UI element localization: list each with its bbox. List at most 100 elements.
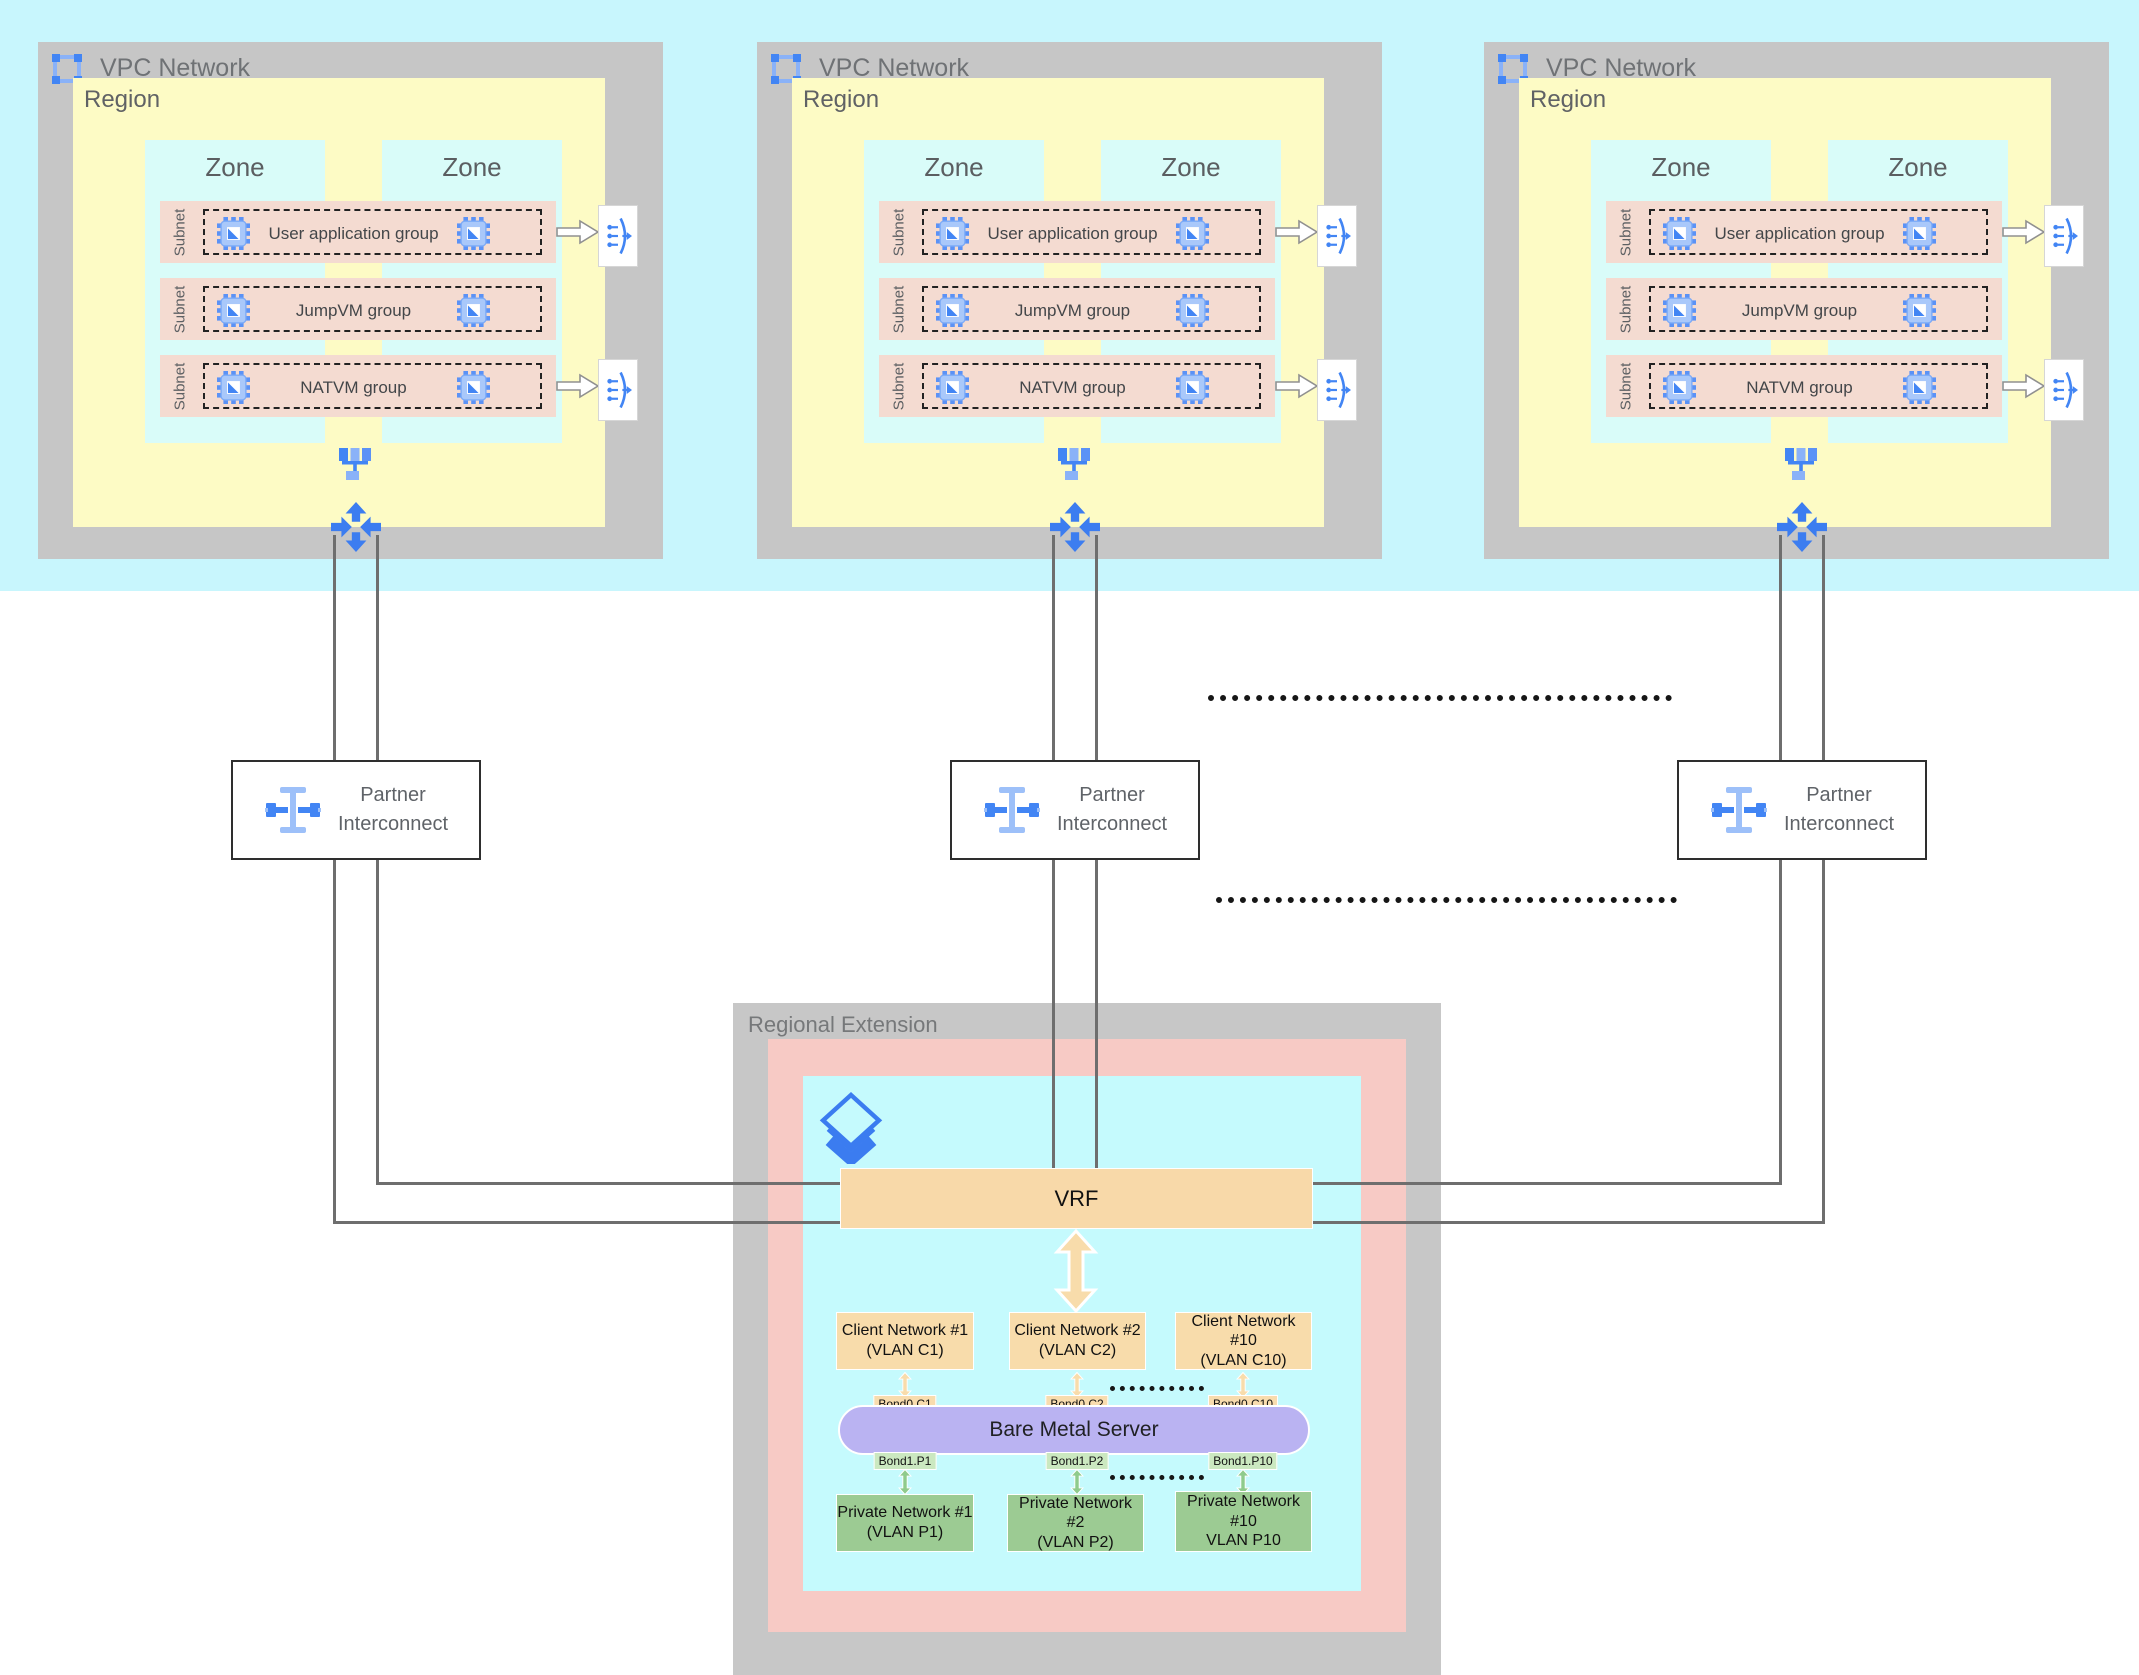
client-network-name: Client Network #2 [1014, 1322, 1141, 1340]
instance-group-box: User application group [922, 209, 1261, 255]
private-network-2-box: Private Network #2 (VLAN P2) [1007, 1494, 1144, 1552]
subnet-row-jumpvm: Subnet JumpVM group [879, 278, 1275, 340]
partner-interconnect-box-1: Partner Interconnect [231, 760, 481, 860]
load-balancer-icon [606, 371, 632, 409]
arrow-to-load-balancer [1275, 374, 1318, 398]
vm-chip-icon [457, 294, 490, 327]
private-network-vlan: (VLAN P1) [866, 1524, 944, 1541]
group-label: User application group [987, 224, 1158, 243]
network-hub-icon [1785, 448, 1817, 480]
instance-group-box: User application group [203, 209, 542, 255]
private-network-vlan: VLAN P10 [1206, 1532, 1281, 1550]
subnet-row-natvm: Subnet NATVM group [879, 355, 1275, 417]
zone-label: Zone [924, 152, 984, 182]
vm-chip-icon [217, 294, 250, 327]
bare-metal-server-label: Bare Metal Server [989, 1418, 1159, 1441]
instance-group-box: NATVM group [1649, 363, 1988, 409]
group-label: JumpVM group [1014, 301, 1131, 320]
group-label: NATVM group [1019, 378, 1126, 397]
group-label: JumpVM group [295, 301, 412, 320]
load-balancer-icon [606, 217, 632, 255]
arrow-to-load-balancer [2002, 220, 2045, 244]
zone-label: Zone [1888, 152, 1948, 182]
vrf-server-double-arrow [1055, 1229, 1097, 1313]
instance-group-box: JumpVM group [922, 286, 1261, 332]
zone-label: Zone [1651, 152, 1711, 182]
client-network-name: Client Network #1 [841, 1322, 969, 1340]
partner-interconnect-label: Partner Interconnect [337, 784, 449, 835]
subnet-row-user-app: Subnet User application group [1606, 201, 2002, 263]
bare-metal-server: Bare Metal Server [838, 1405, 1310, 1455]
vpc-title: VPC Network [1546, 54, 1697, 82]
subnet-row-jumpvm: Subnet JumpVM group [160, 278, 556, 340]
four-way-arrows-icon [1050, 502, 1100, 552]
ellipsis-dots [1110, 1475, 1204, 1480]
partner-interconnect-box-2: Partner Interconnect [950, 760, 1200, 860]
vpc-title: VPC Network [100, 54, 251, 82]
partner-interconnect-icon [1711, 787, 1767, 833]
vm-chip-icon [457, 217, 490, 250]
subnet-row-natvm: Subnet NATVM group [1606, 355, 2002, 417]
load-balancer-icon [1325, 217, 1351, 255]
client-network-1-box: Client Network #1 (VLAN C1) [836, 1312, 974, 1370]
vm-chip-icon [1176, 371, 1209, 404]
private-network-name: Private Network #1 [837, 1504, 973, 1522]
private-network-name: Private Network #2 [1019, 1494, 1132, 1532]
subnet-label: Subnet [1617, 362, 1635, 410]
load-balancer-box [1317, 205, 1357, 267]
vm-chip-icon [936, 294, 969, 327]
load-balancer-icon [2052, 217, 2078, 255]
client-network-10-box: Client Network #10 (VLAN C10) [1175, 1312, 1312, 1370]
vpc-header: VPC Network [1498, 52, 1918, 86]
vm-chip-icon [1903, 294, 1936, 327]
arrow-to-load-balancer [2002, 374, 2045, 398]
load-balancer-box [598, 359, 638, 421]
private-bond-arrow [898, 1469, 912, 1495]
vm-chip-icon [936, 217, 969, 250]
network-hub-icon [339, 448, 371, 480]
vrf-bar: VRF [840, 1168, 1313, 1229]
vpc-title: VPC Network [819, 54, 970, 82]
connector-line [1313, 1221, 1825, 1224]
subnet-label: Subnet [890, 208, 908, 256]
vm-chip-icon [1663, 217, 1696, 250]
client-network-2-box: Client Network #2 (VLAN C2) [1009, 1312, 1146, 1370]
subnet-label: Subnet [171, 208, 189, 256]
load-balancer-box [2044, 359, 2084, 421]
instance-group-box: JumpVM group [203, 286, 542, 332]
client-network-vlan: (VLAN C10) [1200, 1351, 1287, 1369]
subnet-row-user-app: Subnet User application group [879, 201, 1275, 263]
client-network-vlan: (VLAN C2) [1038, 1342, 1117, 1359]
subnet-label: Subnet [890, 285, 908, 333]
subnet-row-user-app: Subnet User application group [160, 201, 556, 263]
group-label: JumpVM group [1741, 301, 1858, 320]
subnet-label: Subnet [171, 362, 189, 410]
private-bond-arrow [1070, 1469, 1084, 1495]
connector-line [1779, 535, 1782, 1185]
zone-label: Zone [205, 152, 265, 182]
instance-group-box: User application group [1649, 209, 1988, 255]
repetition-dots [1216, 897, 1677, 903]
vm-chip-icon [1903, 217, 1936, 250]
vm-chip-icon [1176, 294, 1209, 327]
zone-label: Zone [1161, 152, 1221, 182]
four-way-arrows-icon [331, 502, 381, 552]
load-balancer-box [2044, 205, 2084, 267]
vm-chip-icon [936, 371, 969, 404]
load-balancer-icon [2052, 371, 2078, 409]
group-label: NATVM group [300, 378, 407, 397]
private-network-vlan: (VLAN P2) [1037, 1533, 1114, 1551]
partner-interconnect-label: Partner Interconnect [1056, 784, 1168, 835]
subnet-row-natvm: Subnet NATVM group [160, 355, 556, 417]
partner-interconnect-icon [265, 787, 321, 833]
vm-chip-icon [1663, 294, 1696, 327]
client-network-vlan: (VLAN C1) [866, 1342, 944, 1359]
connector-line [376, 535, 379, 1185]
bond-label: Bond1.P1 [873, 1452, 937, 1470]
client-network-name: Client Network #10 [1191, 1312, 1296, 1350]
vm-chip-icon [1663, 371, 1696, 404]
connector-line [333, 535, 336, 1224]
arrow-to-load-balancer [556, 220, 599, 244]
group-label: User application group [268, 224, 439, 243]
load-balancer-box [598, 205, 638, 267]
